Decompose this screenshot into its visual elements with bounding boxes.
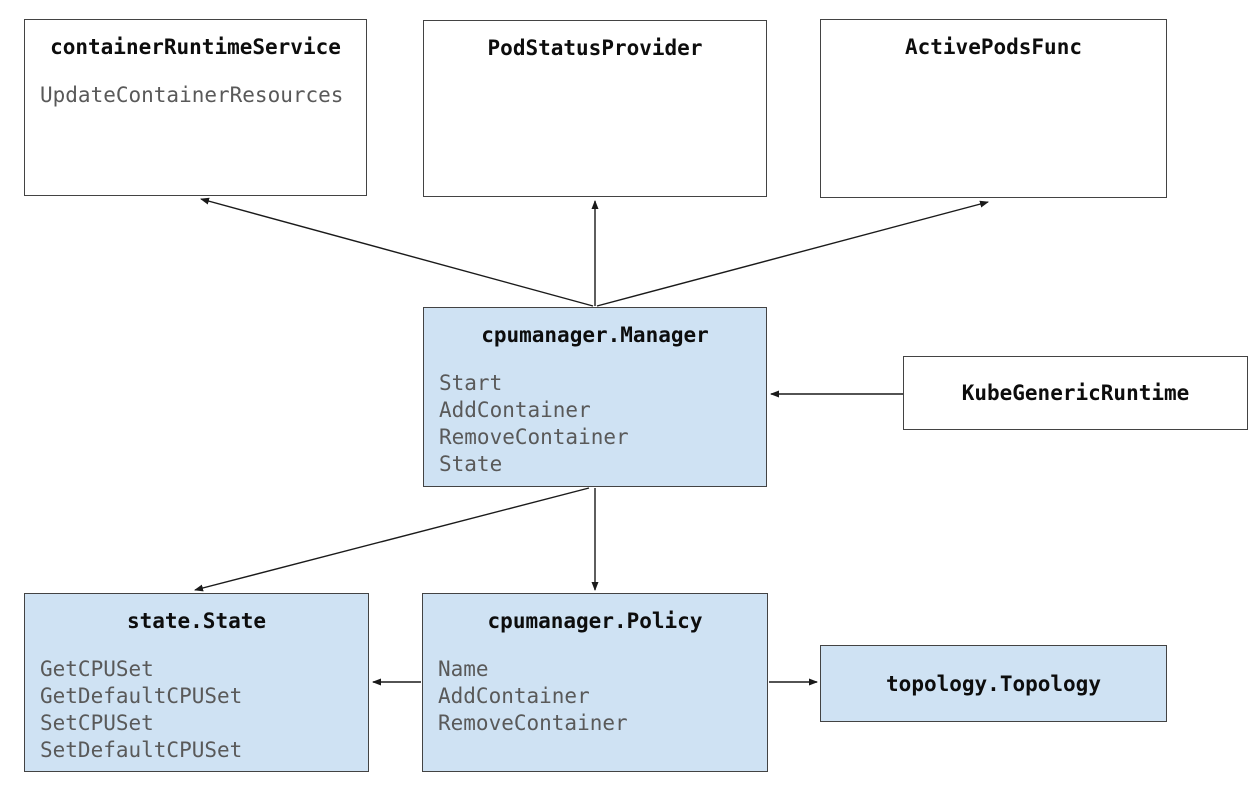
pod-status-provider-box: PodStatusProvider xyxy=(423,20,767,197)
method-item: Name xyxy=(438,657,489,681)
container-runtime-service-box: containerRuntimeService UpdateContainerR… xyxy=(24,19,367,196)
method-item: State xyxy=(439,452,503,476)
method-item: RemoveContainer xyxy=(438,711,628,735)
manager-methods: Start AddContainer RemoveContainer State xyxy=(424,370,766,478)
arrow-manager-to-state xyxy=(194,487,590,592)
method-item: Start xyxy=(439,371,503,395)
method-item: AddContainer xyxy=(438,684,590,708)
container-runtime-service-title: containerRuntimeService xyxy=(50,35,341,59)
active-pods-func-box: ActivePodsFunc xyxy=(820,19,1167,198)
arrow-manager-to-active-pods-func xyxy=(596,200,989,307)
state-methods: GetCPUSet GetDefaultCPUSet SetCPUSet Set… xyxy=(25,656,368,764)
manager-title: cpumanager.Manager xyxy=(481,323,709,347)
method-item: GetCPUSet xyxy=(40,657,154,681)
topology-box: topology.Topology xyxy=(820,645,1167,722)
active-pods-func-title: ActivePodsFunc xyxy=(904,35,1082,59)
pod-status-provider-title: PodStatusProvider xyxy=(487,36,703,60)
state-title: state.State xyxy=(126,609,267,633)
policy-title: cpumanager.Policy xyxy=(487,609,703,633)
method-item: UpdateContainerResources xyxy=(40,83,344,107)
state-box: state.State GetCPUSet GetDefaultCPUSet S… xyxy=(24,593,369,772)
kube-generic-runtime-title: KubeGenericRuntime xyxy=(961,381,1190,405)
method-item: AddContainer xyxy=(439,398,591,422)
policy-methods: Name AddContainer RemoveContainer xyxy=(423,656,767,737)
policy-box: cpumanager.Policy Name AddContainer Remo… xyxy=(422,593,768,772)
manager-box: cpumanager.Manager Start AddContainer Re… xyxy=(423,307,767,487)
kube-generic-runtime-box: KubeGenericRuntime xyxy=(903,356,1248,430)
topology-title: topology.Topology xyxy=(886,671,1101,696)
method-item: SetCPUSet xyxy=(40,711,154,735)
method-item: GetDefaultCPUSet xyxy=(40,684,243,708)
arrow-manager-to-container-runtime-service xyxy=(200,197,594,307)
method-item: RemoveContainer xyxy=(439,425,629,449)
method-item: SetDefaultCPUSet xyxy=(40,738,243,762)
container-runtime-service-methods: UpdateContainerResources xyxy=(25,82,366,109)
